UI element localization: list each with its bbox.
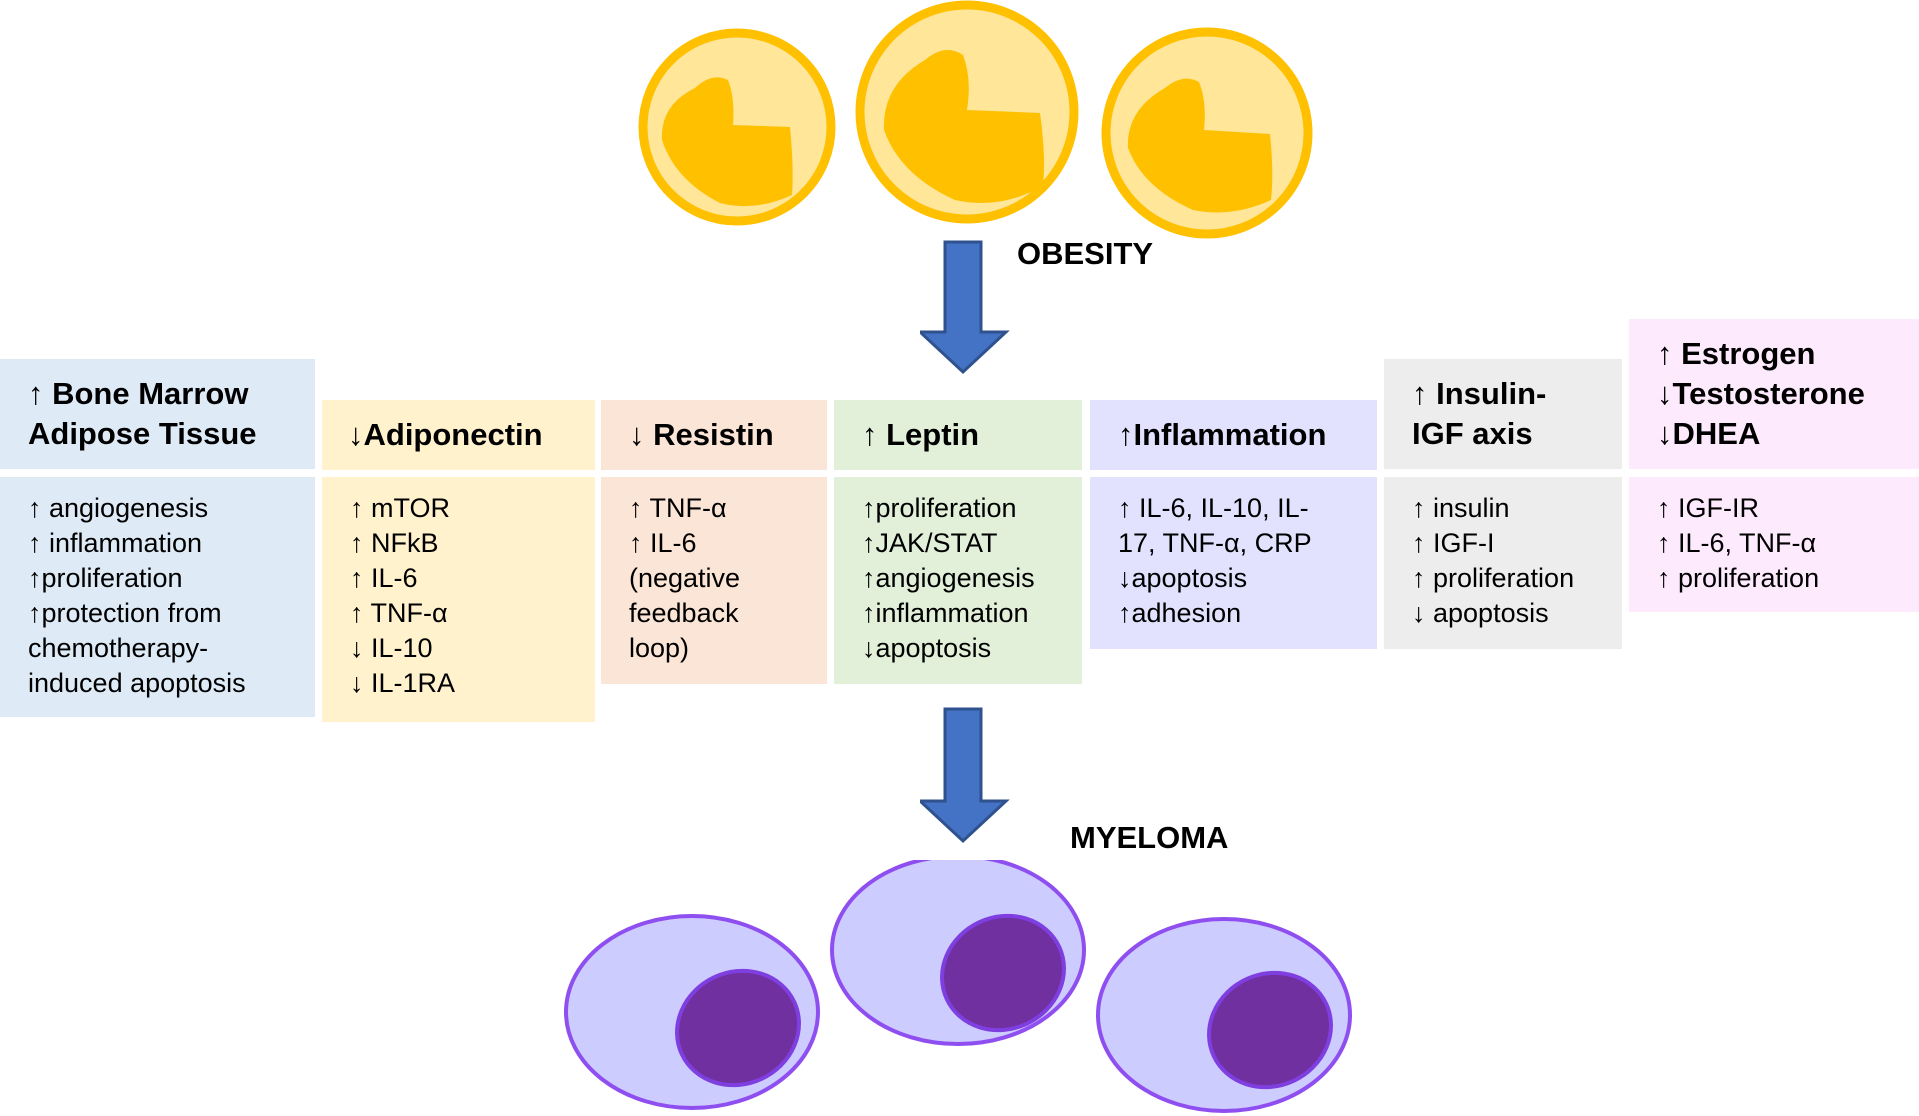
column-body-resistin: ↑ TNF-α ↑ IL-6 (negative feedback loop) xyxy=(601,477,827,684)
column-header-insulin-igf-axis: ↑ Insulin- IGF axis xyxy=(1384,359,1622,469)
column-body-bone-marrow-adipose-tissue: ↑ angiogenesis ↑ inflammation ↑prolifera… xyxy=(0,477,315,717)
column-body-leptin: ↑proliferation ↑JAK/STAT ↑angiogenesis ↑… xyxy=(834,477,1082,684)
obesity-label: OBESITY xyxy=(1017,236,1154,271)
myeloma-cells xyxy=(564,860,1352,1113)
adipocyte-cell-1 xyxy=(638,28,836,226)
column-body-adiponectin: ↑ mTOR ↑ NFkB ↑ IL-6 ↑ TNF-α ↓ IL-10 ↓ I… xyxy=(322,477,595,722)
myeloma-cell-3 xyxy=(1096,917,1352,1113)
adipocyte-cell-3 xyxy=(1101,27,1313,239)
column-header-adiponectin: ↓Adiponectin xyxy=(322,400,595,470)
column-header-resistin: ↓ Resistin xyxy=(601,400,827,470)
adipocyte-cell-2 xyxy=(855,0,1079,224)
column-body-sex-hormones: ↑ IGF-IR ↑ IL-6, TNF-α ↑ proliferation xyxy=(1629,477,1919,612)
myeloma-cell-1 xyxy=(564,914,820,1110)
column-header-leptin: ↑ Leptin xyxy=(834,400,1082,470)
column-body-insulin-igf-axis: ↑ insulin ↑ IGF-I ↑ proliferation ↓ apop… xyxy=(1384,477,1622,649)
adipocyte-cells xyxy=(638,0,1313,239)
down-arrow-obesity xyxy=(920,240,1010,375)
myeloma-cell-2 xyxy=(830,860,1086,1046)
down-arrow-myeloma xyxy=(920,707,1010,844)
column-header-inflammation: ↑Inflammation xyxy=(1090,400,1377,470)
column-header-sex-hormones: ↑ Estrogen ↓Testosterone ↓DHEA xyxy=(1629,319,1919,469)
column-body-inflammation: ↑ IL-6, IL-10, IL- 17, TNF-α, CRP ↓apopt… xyxy=(1090,477,1377,649)
myeloma-label: MYELOMA xyxy=(1070,820,1229,855)
column-header-bone-marrow-adipose-tissue: ↑ Bone Marrow Adipose Tissue xyxy=(0,359,315,469)
